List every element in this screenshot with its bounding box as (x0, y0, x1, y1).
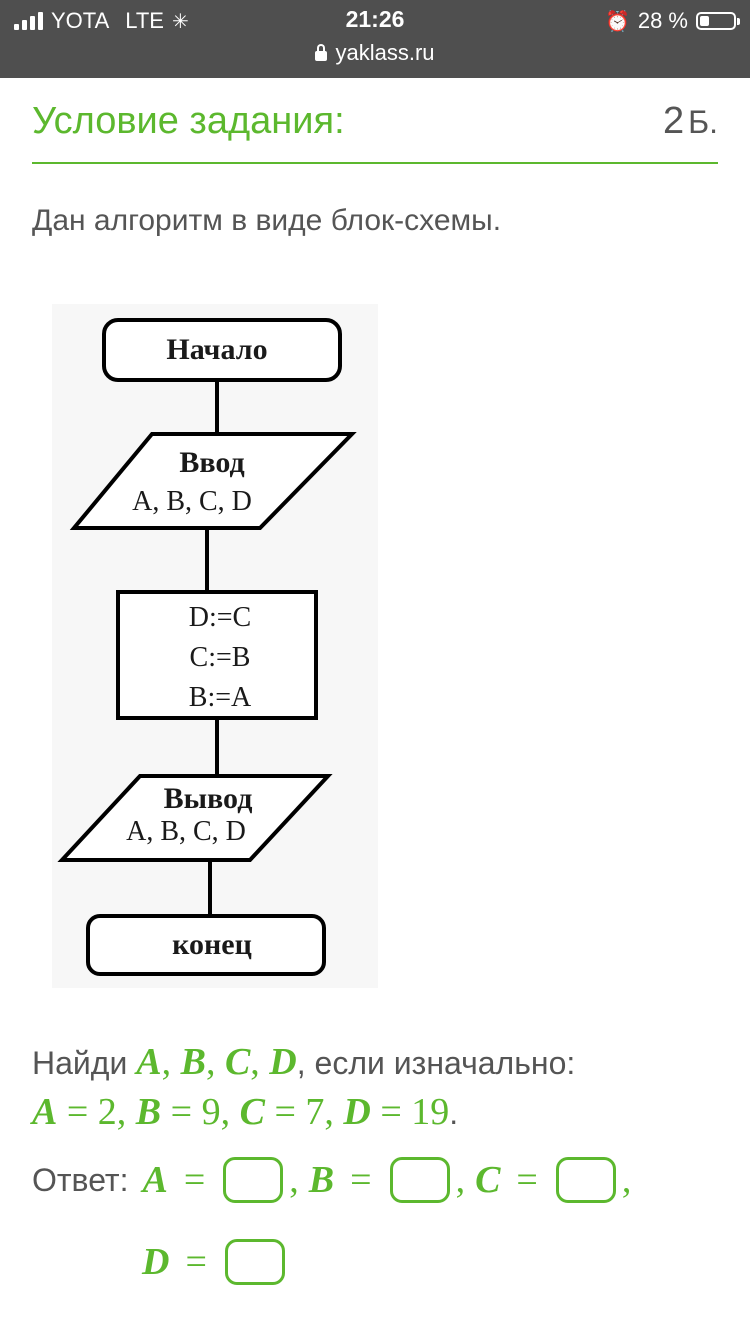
answer-input-a[interactable] (223, 1157, 284, 1203)
address-bar[interactable]: yaklass.ru (0, 40, 750, 66)
points-unit: Б. (688, 104, 718, 140)
question-var-d: D (269, 1041, 297, 1083)
question-suffix: , если изначально: (296, 1045, 576, 1081)
output-vars: A, B, C, D (126, 816, 246, 847)
alarm-icon: ⏰ (604, 10, 630, 33)
status-left: YOTA LTE ✳ (14, 8, 189, 34)
initial-var-c: C (239, 1091, 265, 1133)
task-intro: Дан алгоритм в виде блок-схемы. (32, 204, 502, 237)
initial-var-b: B (135, 1091, 162, 1133)
answer-row-2: D= (142, 1232, 287, 1292)
loading-icon: ✳ (171, 10, 189, 33)
flowchart: Начало Ввод A, B, C, D D:=C C:=B B:=A Вы… (52, 304, 378, 988)
input-block (69, 432, 357, 530)
answer-row: Ответ: A= , B= , C= , (32, 1157, 632, 1203)
process-line-3: B:=A (189, 682, 252, 713)
input-vars: A, B, C, D (132, 486, 252, 517)
battery-percent: 28 % (637, 8, 688, 33)
answer-var-d: D (142, 1241, 170, 1283)
status-right: ⏰ 28 % (604, 8, 740, 34)
output-block (57, 774, 333, 862)
question-var-a: A (136, 1041, 162, 1083)
answer-input-d[interactable] (224, 1239, 285, 1285)
initial-value-d: 19 (411, 1091, 450, 1133)
end-label: конец (172, 928, 252, 961)
url-text: yaklass.ru (335, 40, 435, 65)
initial-var-a: A (32, 1091, 58, 1133)
process-block (116, 590, 318, 720)
battery-icon (696, 12, 740, 30)
status-bar: YOTA LTE ✳ 21:26 ⏰ 28 % yaklass.ru (0, 0, 750, 78)
question-line: Найди A, B, C, D, если изначально: (32, 1041, 576, 1083)
question-var-c: C (224, 1041, 251, 1083)
carrier-name: YOTA (51, 8, 110, 33)
signal-icon (14, 12, 43, 30)
lock-icon (315, 43, 328, 61)
initial-value-c: 7 (305, 1091, 325, 1133)
answer-input-b[interactable] (389, 1157, 450, 1203)
input-label: Ввод (179, 446, 244, 479)
question-prefix: Найди (32, 1045, 128, 1081)
start-label: Начало (166, 333, 267, 366)
answer-var-c: C (475, 1159, 501, 1201)
start-terminator (102, 318, 342, 382)
answer-var-a: A (142, 1159, 168, 1201)
points-value: 2 (662, 100, 685, 142)
initial-values: A = 2, B = 9, C = 7, D = 19. (32, 1091, 459, 1133)
end-terminator (86, 914, 326, 976)
status-time: 21:26 (345, 6, 405, 32)
initial-value-b: 9 (201, 1091, 221, 1133)
network-type: LTE (125, 8, 164, 33)
task-title: Условие задания: (32, 100, 345, 142)
answer-label: Ответ: (32, 1161, 129, 1198)
process-line-2: C:=B (190, 642, 251, 673)
initial-value-a: 2 (97, 1091, 117, 1133)
output-label: Вывод (164, 782, 253, 815)
process-line-1: D:=C (189, 602, 251, 633)
answer-var-b: B (308, 1159, 335, 1201)
initial-var-d: D (343, 1091, 371, 1133)
answer-input-c[interactable] (555, 1157, 616, 1203)
question-var-b: B (180, 1041, 206, 1083)
